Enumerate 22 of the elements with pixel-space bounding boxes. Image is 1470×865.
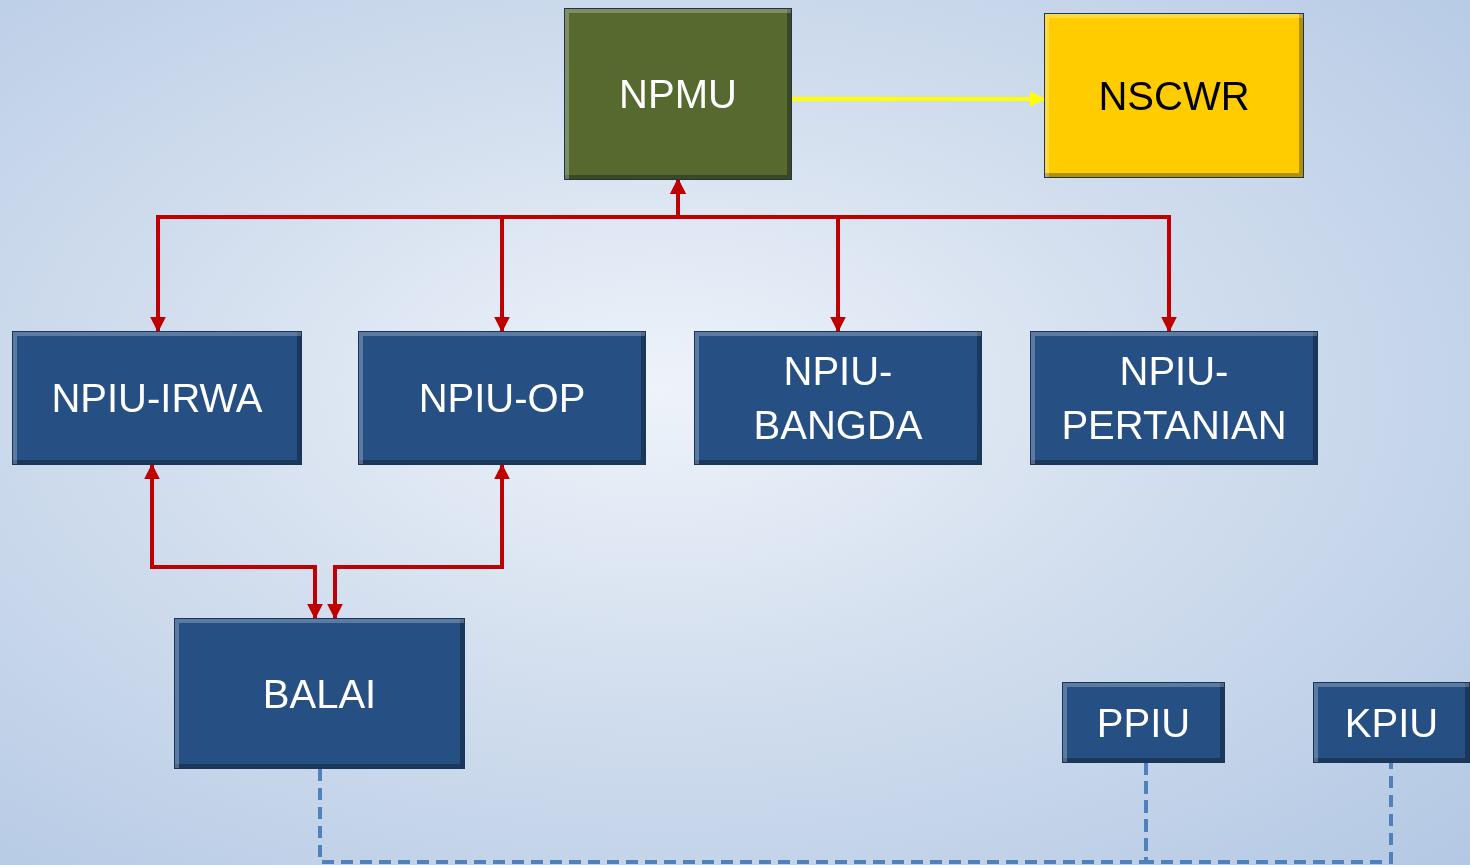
unit-label: NPMU [618, 71, 738, 118]
unit-label: PPIU [1095, 699, 1192, 747]
unit-label: KPIU [1343, 699, 1440, 747]
unit-box [1062, 682, 1225, 763]
unit-box [12, 331, 302, 465]
unit-box [174, 618, 465, 769]
unit-box [1044, 13, 1304, 178]
connector-line [1144, 763, 1393, 864]
unit-label: NSCWR [1097, 72, 1251, 120]
arrow [327, 463, 510, 620]
arrow [144, 463, 323, 620]
unit-box [564, 8, 792, 180]
unit-label: NPIU- PERTANIAN [1060, 348, 1288, 449]
unit-box [1030, 331, 1318, 465]
unit-label: NPIU-OP [417, 375, 587, 422]
unit-label: NPIU- BANGDA [752, 348, 924, 449]
unit-box [358, 331, 646, 465]
arrow [792, 91, 1046, 107]
unit-label: NPIU-IRWA [50, 375, 264, 422]
unit-box [1313, 682, 1470, 763]
unit-box [694, 331, 982, 465]
unit-label: BALAI [261, 670, 378, 718]
